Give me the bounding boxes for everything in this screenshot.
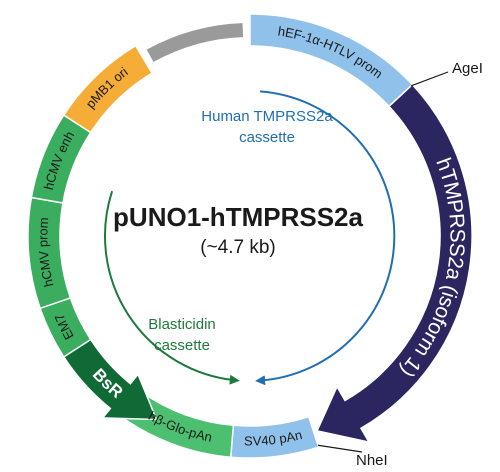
backbone-segment: [146, 23, 244, 62]
blasticidin-cassette-label-line1: Blasticidin: [148, 316, 216, 333]
nhei-site-tick: [317, 444, 363, 453]
human-cassette-label-line1: Human TMPRSS2a: [201, 108, 333, 125]
agei-site-tick: [410, 71, 449, 87]
tmprss2-gene-arrow: [316, 83, 473, 444]
human-cassette-label-line2: cassette: [239, 129, 295, 146]
blasticidin-cassette-label-line2: cassette: [154, 337, 210, 354]
agei-site-label: AgeI: [452, 60, 483, 77]
blasticidin-cassette-arrow: [104, 190, 240, 385]
plasmid-size: (~4.7 kb): [200, 237, 276, 258]
bsr-gene-arrow: [62, 338, 158, 421]
pmb1-ori-segment: [62, 44, 154, 134]
plasmid-name: pUNO1-hTMPRSS2a: [113, 202, 363, 232]
nhei-site-label: NheI: [356, 452, 388, 469]
human-cassette-arrow: [255, 90, 396, 386]
